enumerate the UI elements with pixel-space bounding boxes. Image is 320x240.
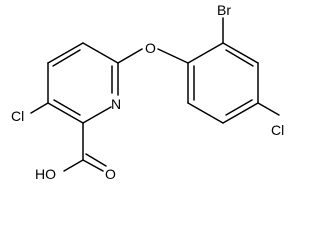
bond-c5-c4 — [47, 42, 84, 64]
bond-c2-n1 — [82, 106, 112, 124]
bond-c-ohydroxyl — [63, 159, 84, 172]
bond-c4p-c5p-inner — [225, 99, 253, 116]
bond-c6-c5 — [82, 42, 119, 64]
bond-c1p-c2p — [187, 42, 224, 64]
atom-label-nitrogen: N — [111, 96, 121, 112]
atom-label-chlorine-phenyl: Cl — [271, 122, 284, 138]
bond-c5p-c6p — [187, 102, 224, 124]
bond-c-ocarbonyl — [82, 159, 104, 172]
atom-label-oxygen-ether: O — [145, 40, 156, 56]
bond-c3-c2-inner — [53, 99, 81, 116]
atom-label-carbonyl-oxygen: O — [105, 166, 116, 182]
bond-o-c1prime — [157, 48, 189, 64]
atom-label-chlorine-pyridine: Cl — [11, 108, 24, 124]
bond-c3-cl-real — [30, 102, 49, 114]
bond-c5-c4-inner — [52, 49, 81, 67]
bond-c3-c2 — [47, 102, 84, 124]
atom-label-hydroxyl: HO — [35, 166, 56, 182]
bond-c4p-c5p — [222, 102, 259, 124]
chemical-structure: N O Cl Br Cl O HO — [11, 2, 284, 182]
bond-c-ocarbonyl-double — [85, 153, 107, 167]
bond-c2p-c3p-inner — [225, 49, 254, 67]
atom-label-bromine: Br — [217, 2, 231, 18]
bond-c4p-cl — [257, 102, 280, 116]
bond-c6-o — [117, 48, 143, 64]
bond-c2p-c3p — [222, 42, 259, 64]
